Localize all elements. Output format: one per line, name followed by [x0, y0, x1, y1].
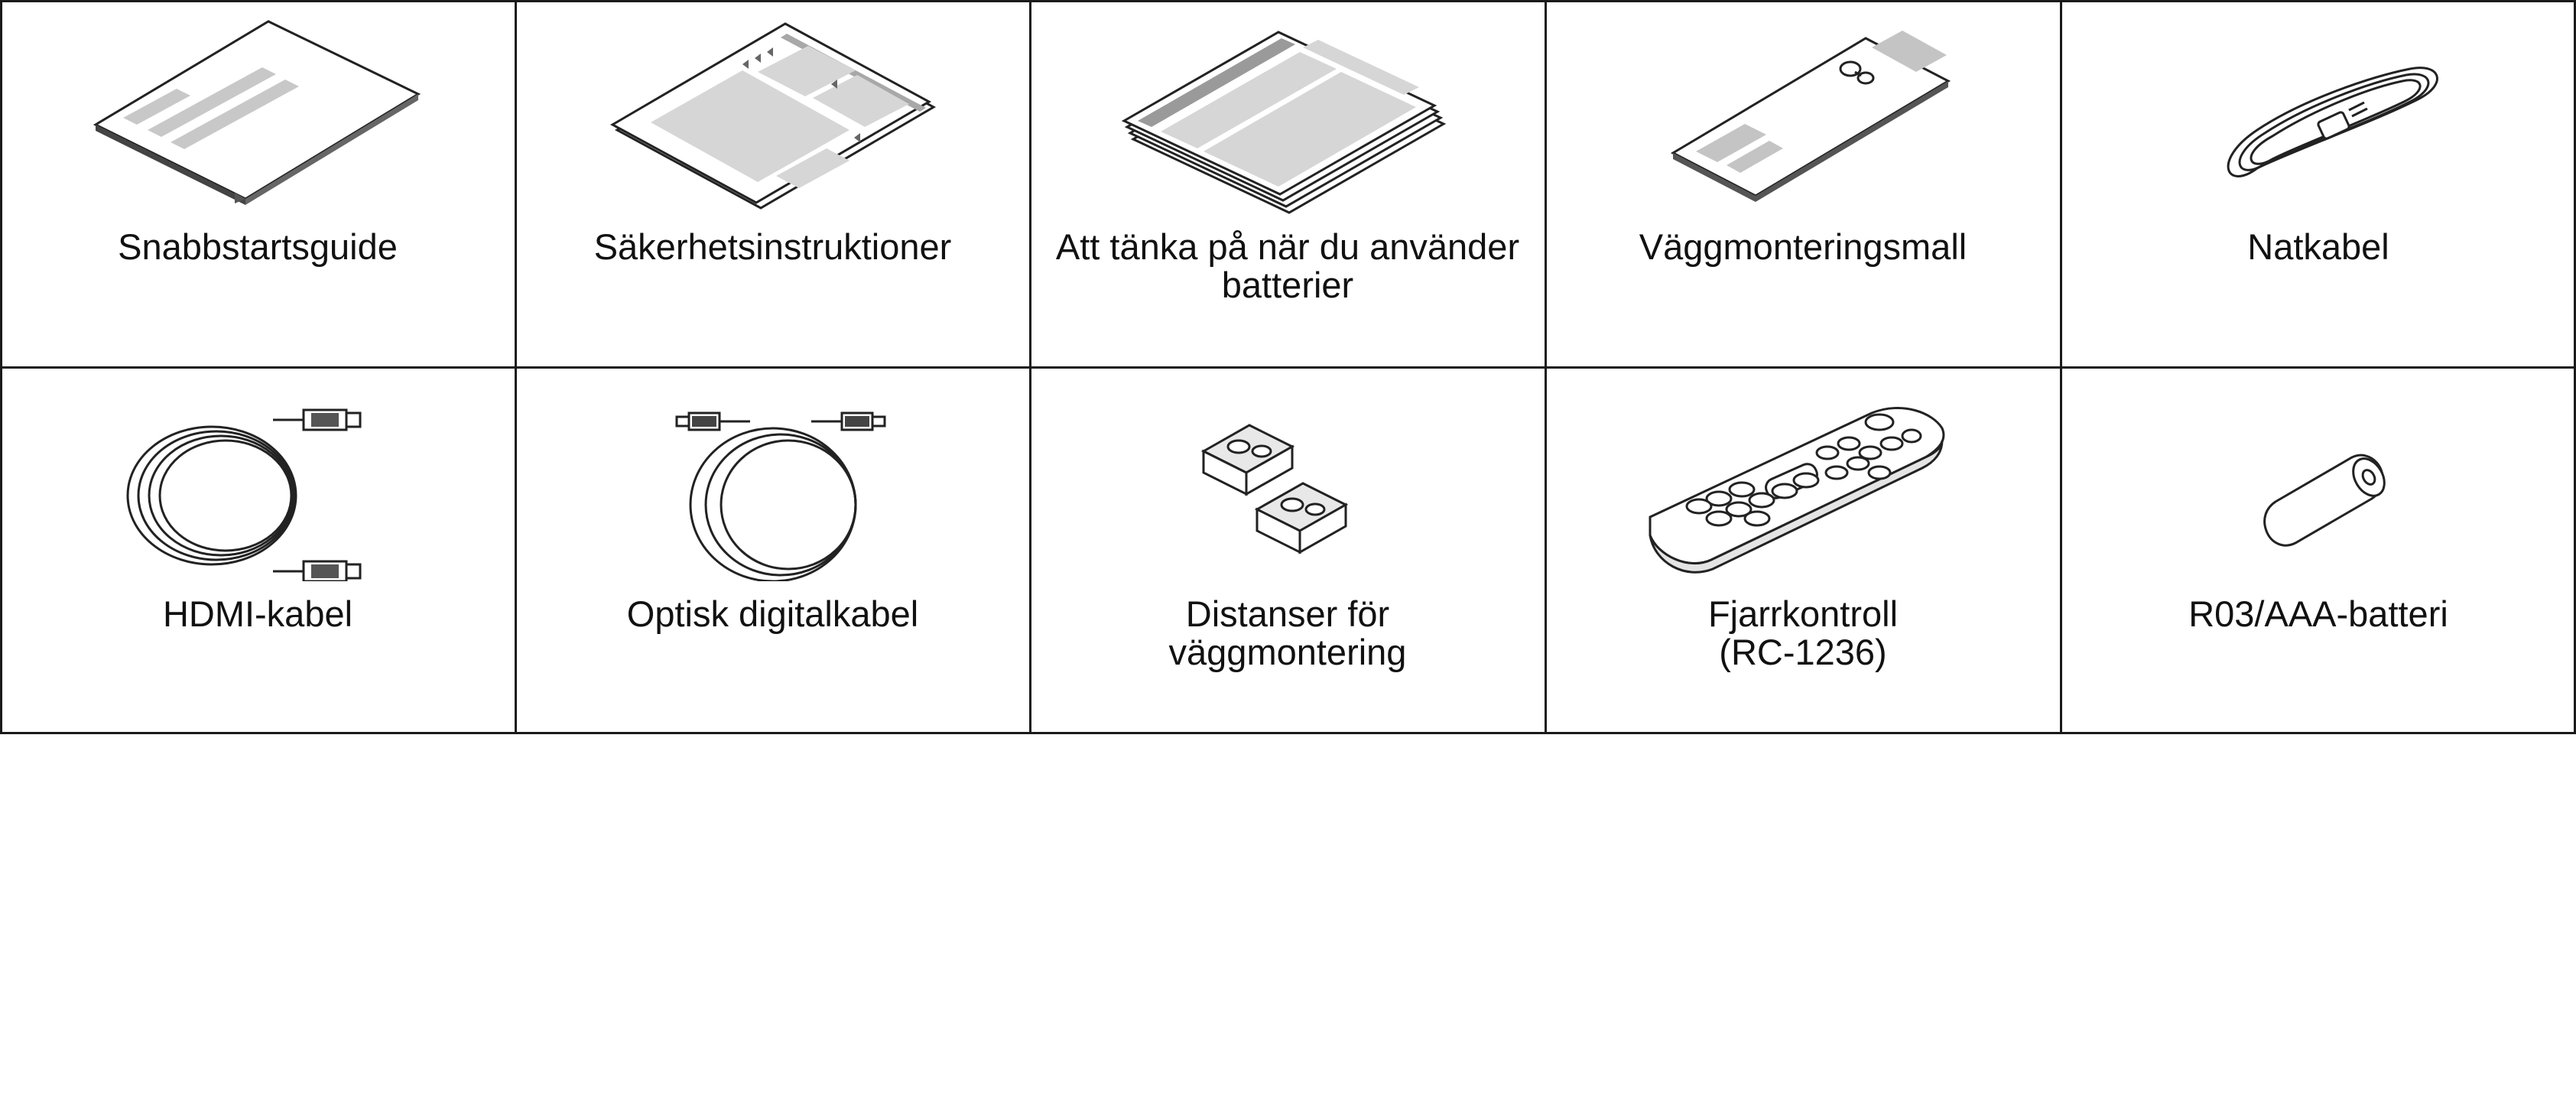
battery-notes-icon: [1121, 31, 1447, 214]
quick-start-guide-icon: [93, 20, 421, 205]
cell-optical-cable: Optisk digitalkabel: [515, 367, 1030, 734]
item-label: HDMI-kabel: [162, 593, 353, 634]
cell-wall-mount-template: Väggmonteringsmall: [1545, 0, 2061, 367]
item-label: Väggmonteringsmall: [1639, 226, 1967, 267]
wall-mount-template-icon: [1670, 31, 1951, 202]
hdmi-cable-icon: [126, 408, 362, 581]
cell-hdmi-cable: HDMI-kabel: [0, 367, 515, 734]
safety-instructions-icon: [609, 22, 936, 210]
battery-icon: [2263, 454, 2386, 547]
item-label: Att tänka på när du använder batterier: [1055, 226, 1520, 305]
table-border-bottom: [0, 732, 2576, 734]
table-column-divider: [1029, 0, 1031, 734]
item-label: Snabbstartsguide: [118, 226, 398, 267]
cell-remote-control: Fjarrkontroll (RC-1236): [1545, 367, 2061, 734]
wall-spacers-icon: [1200, 424, 1349, 554]
item-label: Optisk digitalkabel: [626, 593, 919, 634]
table-column-divider: [2060, 0, 2062, 734]
cell-battery: R03/AAA-batteri: [2061, 367, 2576, 734]
cell-battery-notes: Att tänka på när du använder batterier: [1030, 0, 1545, 367]
table-column-divider: [515, 0, 517, 734]
cell-quick-start-guide: Snabbstartsguide: [0, 0, 515, 367]
power-cable-icon: [2227, 67, 2438, 177]
table-border-right: [2574, 0, 2576, 734]
item-label: R03/AAA-batteri: [2188, 593, 2448, 634]
item-label: Säkerhetsinstruktioner: [593, 226, 952, 267]
item-label: Distanser för väggmontering: [1168, 593, 1407, 672]
table-row-divider: [0, 366, 2576, 369]
item-label: Fjarrkontroll (RC-1236): [1707, 593, 1899, 672]
table-border-top: [0, 0, 2576, 2]
cell-power-cable: Natkabel: [2061, 0, 2576, 367]
remote-control-icon: [1649, 406, 1945, 574]
cell-safety-instructions: Säkerhetsinstruktioner: [515, 0, 1030, 367]
optical-cable-icon: [675, 411, 885, 581]
table-border-left: [0, 0, 2, 734]
accessories-table: Snabbstartsguide Säkerhetsinstruktioner: [0, 0, 2576, 734]
cell-wall-spacers: Distanser för väggmontering: [1030, 367, 1545, 734]
table-column-divider: [1545, 0, 1547, 734]
item-label: Natkabel: [2247, 226, 2389, 267]
